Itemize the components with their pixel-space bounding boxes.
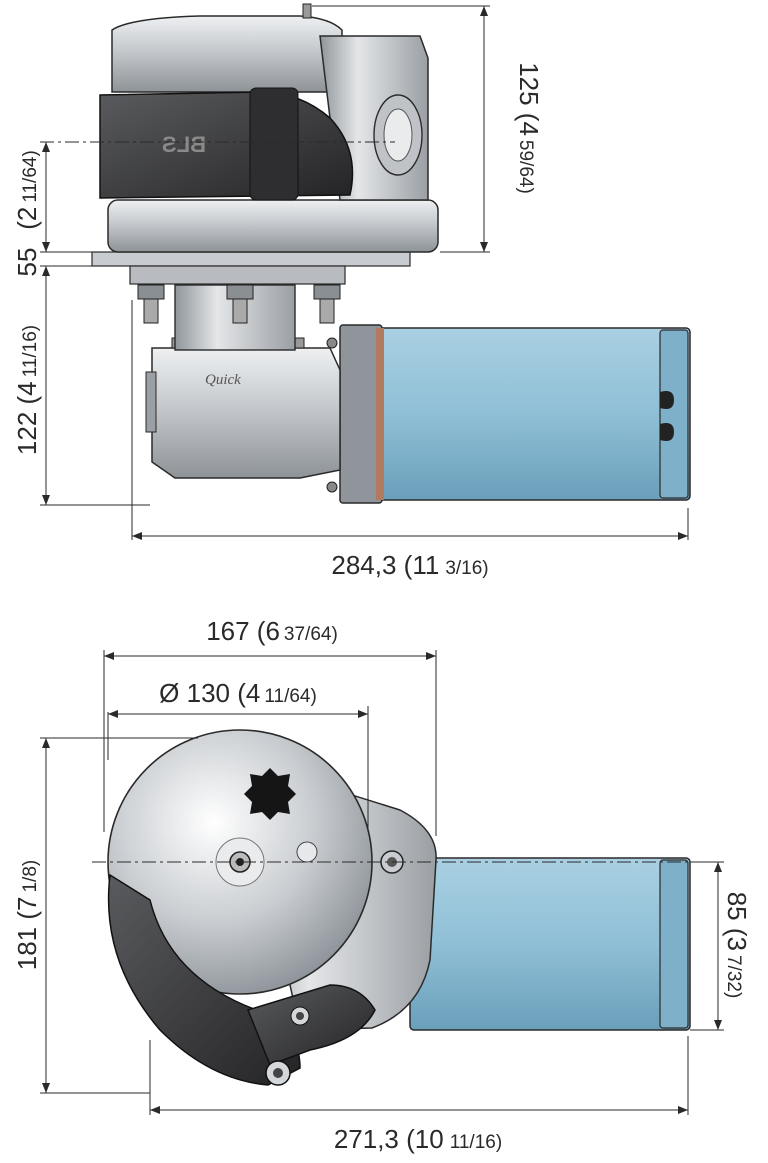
dim-diameter: Ø 130 (4 (159, 678, 260, 708)
gearbox-side: Quick (137, 282, 341, 479)
dim-top-height-frac: 59/64) (515, 140, 536, 194)
motor-side (326, 324, 691, 504)
deck-line (91, 251, 411, 267)
side-view: Quick (12, 3, 691, 580)
dim-center-offset-frac: 11/64) (20, 150, 41, 202)
dim-bottom-length: 271,3 (10 (334, 1124, 444, 1154)
dim-depth: 181 (7 (12, 897, 42, 971)
svg-text:Ø 130 (411/64): Ø 130 (411/64) (159, 678, 317, 708)
svg-text:85 (37/32): 85 (3 7/32) (722, 892, 752, 999)
dim-width-top-frac: 37/64) (284, 624, 338, 645)
logo-text: Quick (205, 372, 241, 388)
svg-text:284,3 (113/16): 284,3 (11 3/16) (331, 550, 488, 580)
dim-depth-frac: 1/8) (20, 860, 41, 893)
side-dimensions (40, 5, 689, 540)
dim-top-height: 125 (4 (514, 62, 544, 136)
svg-text:(211/64): (2 11/64) (12, 150, 42, 230)
svg-text:167 (637/64): 167 (637/64) (206, 616, 338, 646)
motor-top (409, 857, 691, 1031)
star-socket (244, 768, 296, 820)
brand-text: BLS (162, 132, 206, 157)
dim-below-deck: 122 (4 (12, 381, 42, 455)
top-dimensions (40, 650, 724, 1115)
svg-text:125 (459/64): 125 (4 59/64) (514, 62, 544, 194)
dim-motor-dia-frac: 7/32) (723, 955, 744, 998)
windlass-body-side: BLS (99, 3, 439, 253)
dim-diameter-frac: 11/64) (264, 686, 316, 707)
dim-bottom-length-frac: 11/16) (450, 1132, 502, 1153)
chain-guide (107, 873, 301, 1086)
svg-text:181 (71/8): 181 (7 1/8) (12, 860, 42, 970)
dim-total-length: 284,3 (11 (331, 550, 439, 580)
mounting-studs (137, 282, 341, 324)
dim-total-length-frac: 3/16) (445, 558, 488, 579)
dim-motor-dia: 85 (3 (722, 892, 752, 951)
dim-width-top: 167 (6 (206, 616, 280, 646)
dim-flange: 55 (12, 248, 42, 277)
dim-below-deck-frac: 11/16) (20, 325, 41, 377)
dim-center-offset: (2 (12, 207, 42, 230)
svg-text:122 (411/16): 122 (4 11/16) (12, 325, 42, 455)
